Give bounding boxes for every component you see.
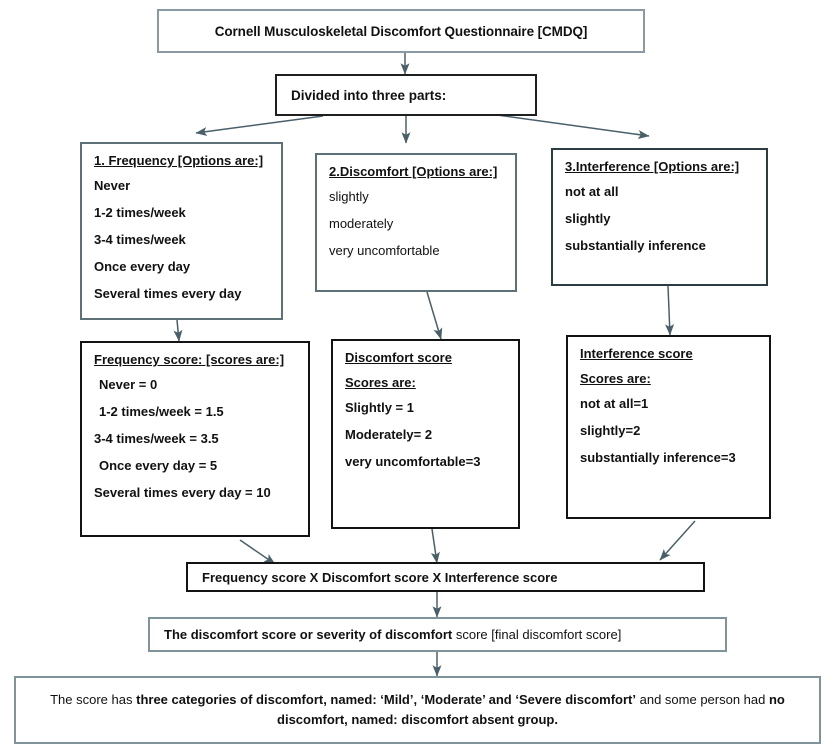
title-box: Cornell Musculoskeletal Discomfort Quest… bbox=[157, 9, 645, 53]
interference-options-box: 3.Interference [Options are:] not at all… bbox=[551, 148, 768, 286]
arrow-frequency-score-to-product bbox=[239, 539, 276, 565]
arrow-discomfort-options-to-score bbox=[426, 291, 443, 340]
frequency-option-item: Once every day bbox=[94, 259, 191, 274]
interference-score-item: substantially inference=3 bbox=[580, 450, 736, 465]
frequency-score-item: 3-4 times/week = 3.5 bbox=[94, 431, 219, 446]
interference-option-item: substantially inference bbox=[565, 238, 706, 253]
interference-options-header: 3.Interference [Options are:] bbox=[565, 159, 740, 174]
severity-part-3: score [final discomfort score] bbox=[452, 627, 622, 642]
discomfort-option-item: very uncomfortable bbox=[329, 243, 440, 258]
category-part-3: and some person had bbox=[636, 691, 769, 707]
arrow-divided-to-frequency bbox=[195, 115, 324, 137]
discomfort-categories-box: The score has three categories of discom… bbox=[14, 676, 821, 744]
frequency-score-item: 1-2 times/week = 1.5 bbox=[99, 404, 224, 419]
frequency-option-item: Never bbox=[94, 178, 131, 193]
severity-part-1: The discomfort score or bbox=[164, 627, 317, 642]
severity-score-text: The discomfort score or severity of disc… bbox=[150, 627, 621, 642]
discomfort-score-item: Slightly = 1 bbox=[345, 400, 414, 415]
arrow-frequency-options-to-score bbox=[173, 319, 183, 342]
frequency-option-item: 1-2 times/week bbox=[94, 205, 186, 220]
discomfort-categories-text: The score has three categories of discom… bbox=[34, 690, 801, 730]
frequency-score-header: Frequency score: [scores are:] bbox=[94, 352, 285, 367]
discomfort-score-header: Discomfort score bbox=[345, 350, 452, 365]
category-part-4: no discomfort, named: discomfort absent … bbox=[277, 691, 785, 727]
frequency-option-item: 3-4 times/week bbox=[94, 232, 186, 247]
frequency-score-item: Never = 0 bbox=[99, 377, 158, 392]
product-formula-text: Frequency score X Discomfort score X Int… bbox=[202, 569, 558, 585]
interference-score-header: Interference score bbox=[580, 346, 693, 361]
arrow-discomfort-score-to-product bbox=[430, 528, 440, 564]
arrow-interference-score-to-product bbox=[659, 520, 696, 561]
title-text: Cornell Musculoskeletal Discomfort Quest… bbox=[214, 23, 588, 39]
discomfort-options-box: 2.Discomfort [Options are:] slightly mod… bbox=[315, 153, 517, 292]
discomfort-score-box: Discomfort score Scores are: Slightly = … bbox=[331, 339, 520, 529]
discomfort-options-header: 2.Discomfort [Options are:] bbox=[329, 164, 498, 179]
frequency-score-box: Frequency score: [scores are:] Never = 0… bbox=[80, 341, 310, 537]
frequency-options-header: 1. Frequency [Options are:] bbox=[94, 153, 264, 168]
discomfort-option-item: moderately bbox=[329, 216, 394, 231]
divided-into-parts-box: Divided into three parts: bbox=[275, 74, 537, 116]
severity-part-2: severity of discomfort bbox=[316, 627, 453, 642]
frequency-score-item: Several times every day = 10 bbox=[94, 485, 271, 500]
product-formula-box: Frequency score X Discomfort score X Int… bbox=[186, 562, 705, 592]
interference-score-box: Interference score Scores are: not at al… bbox=[566, 335, 771, 519]
arrow-divided-to-interference bbox=[496, 114, 650, 139]
discomfort-option-item: slightly bbox=[329, 189, 369, 204]
interference-score-item: slightly=2 bbox=[580, 423, 641, 438]
severity-score-box: The discomfort score or severity of disc… bbox=[148, 617, 727, 652]
category-part-2: three categories of discomfort, named: ‘… bbox=[136, 691, 636, 707]
interference-score-item: not at all=1 bbox=[580, 396, 649, 411]
divided-into-parts-text: Divided into three parts: bbox=[291, 87, 447, 103]
category-part-1: The score has bbox=[50, 691, 137, 707]
interference-option-item: not at all bbox=[565, 184, 619, 199]
discomfort-score-item: very uncomfortable=3 bbox=[345, 454, 481, 469]
frequency-score-item: Once every day = 5 bbox=[99, 458, 218, 473]
interference-score-subheader: Scores are: bbox=[580, 371, 651, 386]
frequency-option-item: Several times every day bbox=[94, 286, 242, 301]
discomfort-score-subheader: Scores are: bbox=[345, 375, 416, 390]
discomfort-score-item: Moderately= 2 bbox=[345, 427, 433, 442]
arrow-interference-options-to-score bbox=[665, 285, 675, 336]
interference-option-item: slightly bbox=[565, 211, 611, 226]
frequency-options-box: 1. Frequency [Options are:] Never 1-2 ti… bbox=[80, 142, 283, 320]
